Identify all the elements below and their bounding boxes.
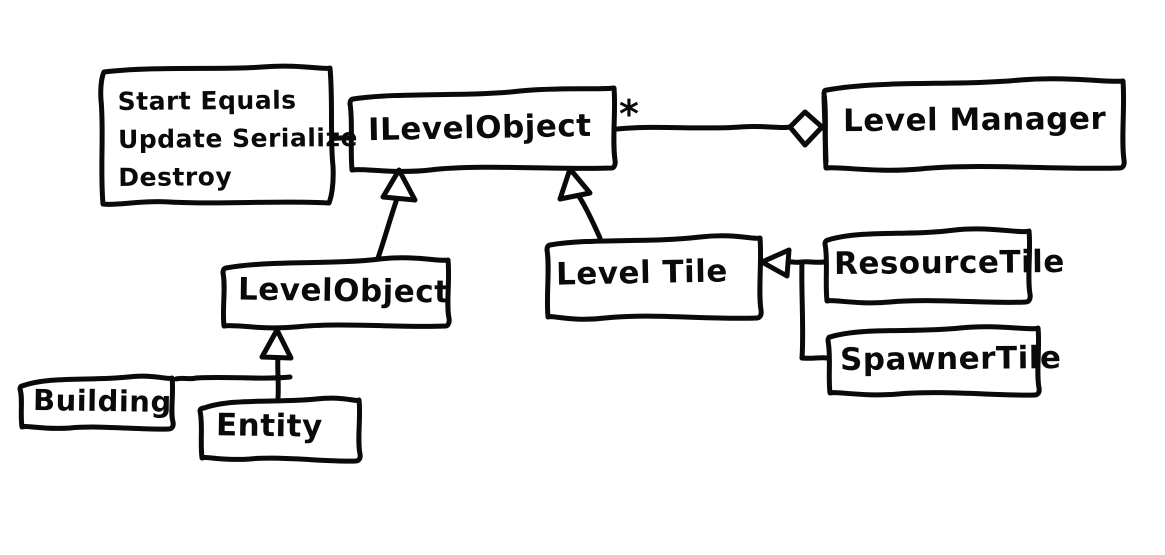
node-ilevelobject-box[interactable] (347, 85, 618, 174)
inheritance-triangle-leveltile-icon (759, 247, 792, 279)
node-methods-box[interactable] (98, 63, 336, 207)
edge-levelobject-ilevelobject-line (375, 193, 401, 261)
edge-resourcetile-leveltile-line (799, 259, 827, 265)
edge-entity-vertical (275, 355, 281, 401)
edge-leveltile-ilevelobject-line (573, 189, 603, 241)
edge-methods-ilevelobject (329, 135, 353, 141)
node-building-box[interactable] (17, 373, 176, 432)
node-resourcetile-box[interactable] (822, 226, 1033, 306)
inheritance-triangle-levelobject-icon (259, 327, 294, 361)
edge-ilevelobject-levelmanager-line (614, 123, 793, 132)
node-leveltile-box[interactable] (544, 233, 764, 322)
node-levelobject-box[interactable] (220, 255, 452, 331)
node-spawnertile-box[interactable] (825, 324, 1042, 398)
edge-spawnertile-leveltile-line (799, 355, 830, 361)
aggregation-diamond-icon (787, 109, 825, 148)
edge-building-entity-crossbar (193, 374, 293, 381)
realization-triangle-leveltile-icon (557, 166, 593, 202)
edge-tiles-shared-vertical (799, 259, 806, 361)
node-entity-box[interactable] (197, 395, 363, 464)
node-levelmanager-box[interactable] (821, 76, 1127, 173)
realization-triangle-levelobject-icon (380, 167, 418, 203)
levelmanager-edge-tick (821, 94, 829, 165)
edge-building-up (173, 375, 199, 382)
